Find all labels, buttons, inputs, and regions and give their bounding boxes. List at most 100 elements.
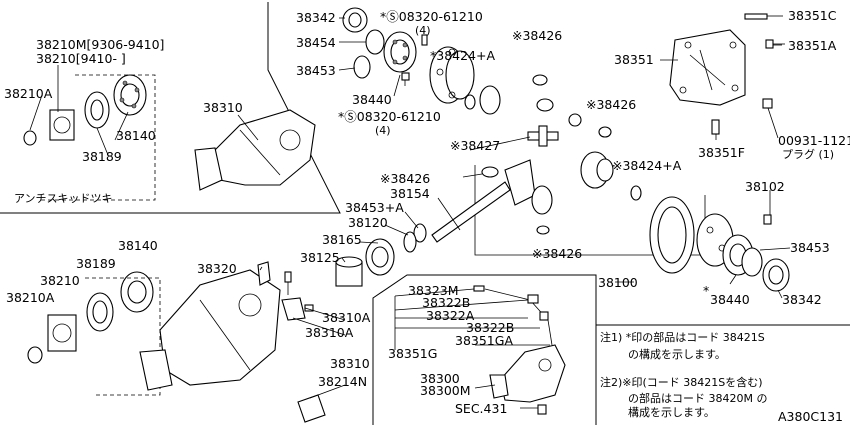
label-38426-a: ※38426 <box>512 28 562 43</box>
washer-38424-right[interactable] <box>630 185 642 201</box>
shim-38454[interactable] <box>365 29 385 55</box>
washer-38426-right[interactable] <box>568 113 612 138</box>
breather-38351f[interactable] <box>711 119 720 135</box>
label-38300m: 38300M <box>420 383 471 398</box>
label-38351: 38351 <box>614 52 654 67</box>
side-gear-top[interactable] <box>464 85 501 115</box>
label-38210-range: 38210[9410- ] <box>36 51 126 66</box>
label-38426-b: ※38426 <box>586 97 636 112</box>
pinion-gear-top[interactable] <box>536 98 554 112</box>
leader-lines <box>29 15 791 409</box>
collapsible-spacer-38165[interactable] <box>365 238 395 276</box>
label-plug-part: 00931-1121A <box>778 133 850 148</box>
bearing-38440-top[interactable] <box>383 31 417 73</box>
label-38454: 38454 <box>296 35 336 50</box>
label-38165: 38165 <box>322 232 362 247</box>
note-1-line-1: 注1) *印の部品はコード 38421S <box>600 330 765 344</box>
mount-38214n[interactable] <box>297 394 326 423</box>
bolt-38102[interactable] <box>763 214 772 225</box>
bearing-38342-right[interactable] <box>762 258 790 292</box>
label-anti-skid: アンチスキッドツキ <box>14 192 113 205</box>
washer-38426-top[interactable] <box>532 74 548 86</box>
label-38140-top: 38140 <box>116 128 156 143</box>
label-38125: 38125 <box>300 250 340 265</box>
label-38210a-bottom: 38210A <box>6 290 55 305</box>
label-screw-1: *Ⓢ08320-61210 <box>380 9 483 24</box>
spacer-38125[interactable] <box>335 256 363 287</box>
note-2-line-2: の部品はコード 38420M の <box>628 391 767 405</box>
label-38426-c: ※38426 <box>380 171 430 186</box>
pinion-shaft-38427[interactable] <box>527 125 559 147</box>
diff-assembly-38300[interactable] <box>489 344 566 403</box>
vent-hose-38322[interactable] <box>484 288 553 346</box>
spacer-38453-top[interactable] <box>353 55 371 79</box>
bolt-08320-top[interactable] <box>401 34 428 86</box>
label-plug-qty: プラグ (1) <box>782 147 834 161</box>
diff-carrier-38310-top[interactable] <box>194 109 316 191</box>
stud-sec431[interactable] <box>537 404 547 415</box>
label-38189-top: 38189 <box>82 149 122 164</box>
label-38322b-1: 38322B <box>422 295 470 310</box>
label-38351ga: 38351GA <box>455 333 513 348</box>
label-38102: 38102 <box>745 179 785 194</box>
label-38140-bottom: 38140 <box>118 238 158 253</box>
note-2-line-3: 構成を示します。 <box>628 406 715 419</box>
label-38440-top: 38440 <box>352 92 392 107</box>
washer-38426-bottom[interactable] <box>536 225 550 235</box>
label-38210a-top: 38210A <box>4 86 53 101</box>
drive-pinion-38154[interactable] <box>431 159 536 243</box>
label-screw-2: *Ⓢ08320-61210 <box>338 109 441 124</box>
label-38424-top: *38424+A <box>430 48 495 63</box>
label-38300: 38300 <box>420 371 460 386</box>
flange-38210-bottom[interactable] <box>47 314 77 352</box>
vent-connector-38323m[interactable] <box>473 285 485 292</box>
rear-cover-38351[interactable] <box>669 29 746 106</box>
label-38453-top: 38453 <box>296 63 336 78</box>
washer-38426-mid[interactable] <box>481 166 499 178</box>
spacer-38453-mid[interactable] <box>413 223 427 243</box>
seal-38189-bottom[interactable] <box>86 292 114 332</box>
label-38323m: 38323M <box>408 283 459 298</box>
bolt-38351a[interactable] <box>765 39 785 49</box>
bearing-38140-bottom[interactable] <box>120 271 154 313</box>
label-38424-right: ※38424+A <box>612 158 682 173</box>
label-38154: 38154 <box>390 186 430 201</box>
label-38310a-1: 38310A <box>322 310 371 325</box>
bearing-38342-top[interactable] <box>342 7 368 33</box>
label-38351c: 38351C <box>788 8 837 23</box>
ring-gear-38100[interactable] <box>649 196 695 274</box>
label-38310a-2: 38310A <box>305 325 354 340</box>
label-38322b-2: 38322B <box>466 320 514 335</box>
bearing-38140-top[interactable] <box>113 74 147 116</box>
label-38120: 38120 <box>348 215 388 230</box>
diff-carrier-38310-bottom[interactable] <box>139 269 281 391</box>
diff-case-lower[interactable] <box>580 151 614 189</box>
label-38210-bottom: 38210 <box>40 273 80 288</box>
nut-38210a-top[interactable] <box>23 130 37 146</box>
label-38342-top: 38342 <box>296 10 336 25</box>
mount-38310a[interactable] <box>257 261 314 321</box>
label-38210m: 38210M[9306-9410] <box>36 37 164 52</box>
flange-38210a-top[interactable] <box>49 109 75 141</box>
seal-38189-top[interactable] <box>84 91 110 129</box>
label-38322a: 38322A <box>426 308 475 323</box>
stud-38351c[interactable] <box>744 13 768 20</box>
spacer-38453-right[interactable] <box>741 247 763 277</box>
label-screw-1-qty: (4) <box>415 24 431 37</box>
label-38351a: 38351A <box>788 38 837 53</box>
label-38320: 38320 <box>197 261 237 276</box>
bearing-38120[interactable] <box>403 231 417 253</box>
diff-case-38424[interactable] <box>429 46 475 104</box>
label-38351g: 38351G <box>388 346 437 361</box>
label-38453-mid: 38453+A <box>345 200 404 215</box>
upper-left-frame <box>0 2 341 214</box>
label-38426-d: ※38426 <box>532 246 582 261</box>
label-38310-top: 38310 <box>203 100 243 115</box>
note-1-line-2: の構成を示します。 <box>628 348 726 361</box>
plug-00931[interactable] <box>762 98 773 109</box>
bolt-38320[interactable] <box>284 271 292 295</box>
label-38351f: 38351F <box>698 145 745 160</box>
nut-38210a-bottom[interactable] <box>27 346 43 364</box>
pinion-gear-mid[interactable] <box>531 185 553 215</box>
